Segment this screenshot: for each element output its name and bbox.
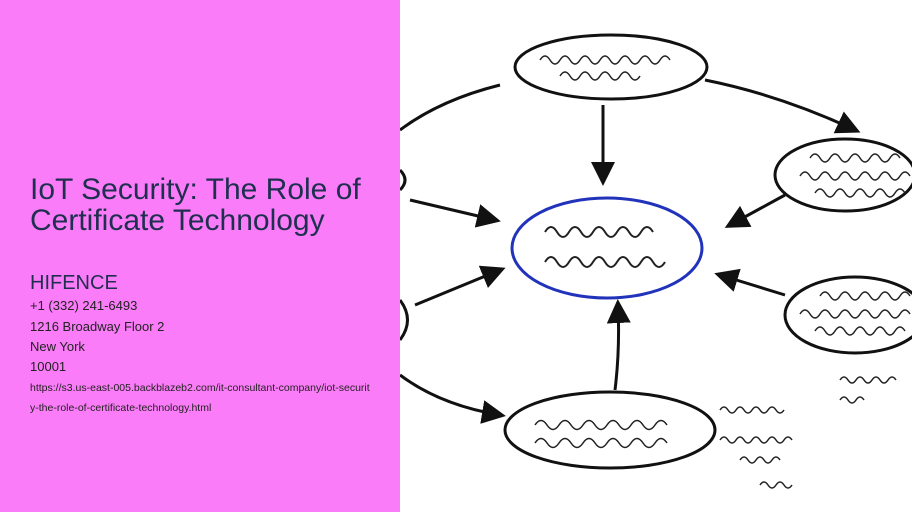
node-top	[513, 33, 709, 101]
info-panel: IoT Security: The Role of Certificate Te…	[0, 0, 400, 512]
illegible-labels	[534, 55, 911, 489]
diagram-image	[400, 33, 912, 489]
page-title: IoT Security: The Role of Certificate Te…	[30, 173, 361, 237]
company-name: HIFENCE	[30, 272, 118, 294]
node-bottom	[503, 390, 717, 470]
zip: 10001	[30, 359, 67, 374]
phone: +1 (332) 241-6493	[30, 298, 138, 313]
city: New York	[30, 339, 85, 354]
source-link[interactable]: https://s3.us-east-005.backblazeb2.com/i…	[30, 382, 370, 414]
address: 1216 Broadway Floor 2	[30, 319, 165, 334]
node-right-top	[773, 137, 912, 213]
node-right-bottom	[783, 275, 912, 355]
node-center	[510, 196, 704, 300]
